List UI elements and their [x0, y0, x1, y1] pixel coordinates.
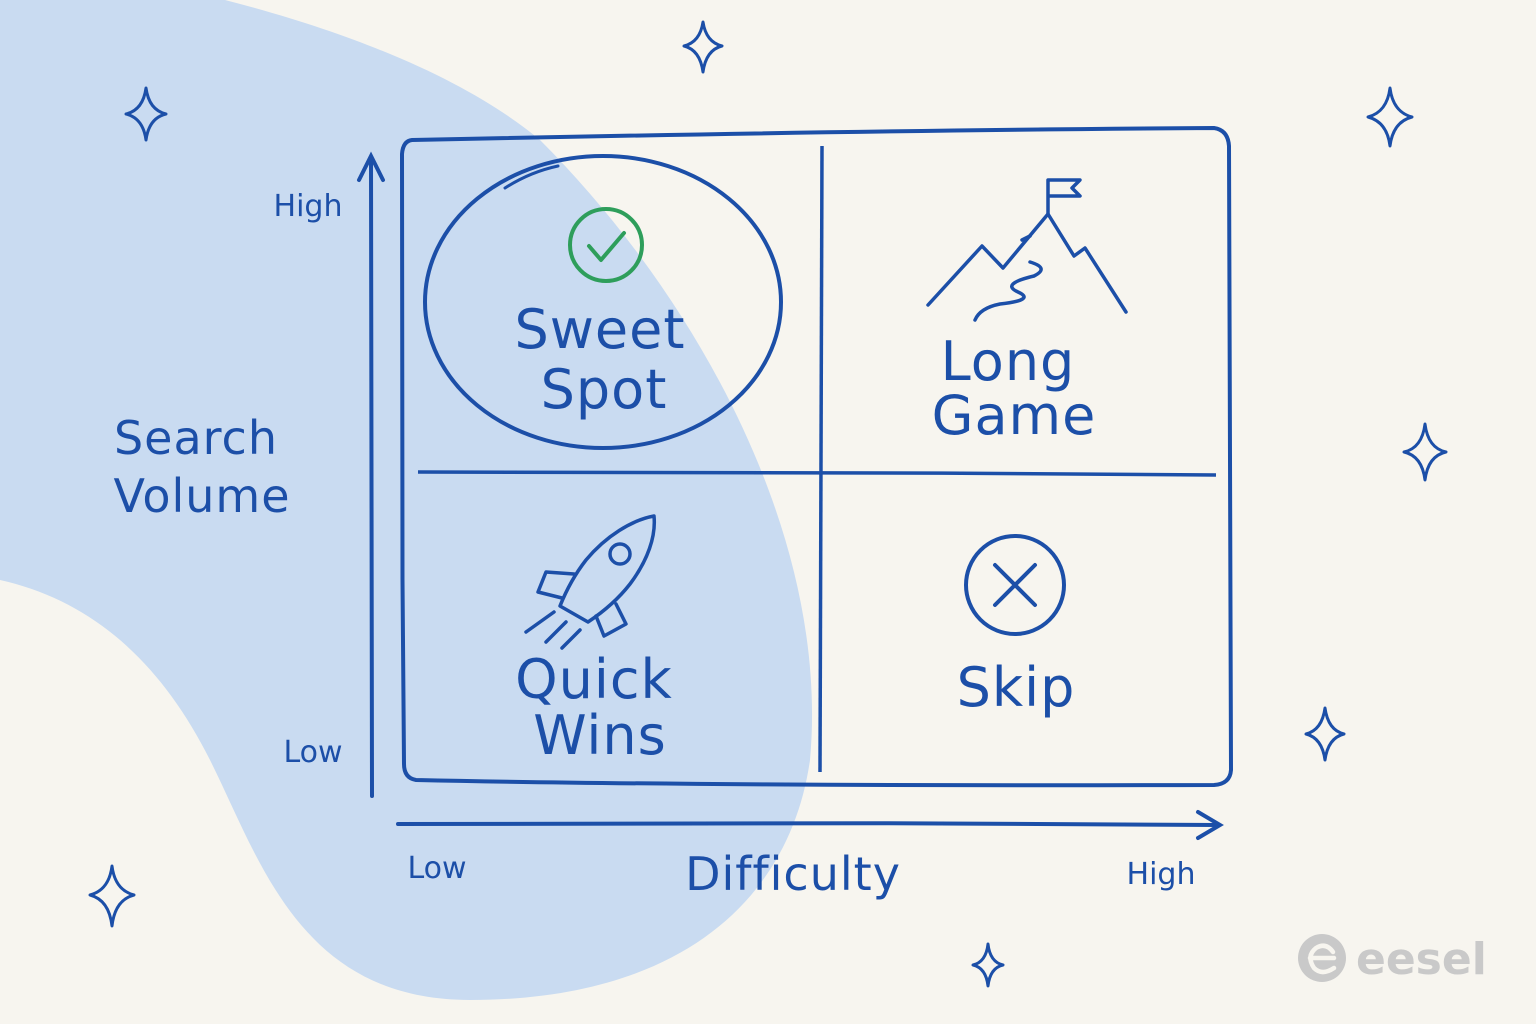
sparkle-icon [124, 86, 168, 142]
matrix-frame [399, 125, 1234, 788]
eesel-logo: eesel [1298, 934, 1487, 985]
sparkle-icon [88, 864, 136, 928]
x-circle-icon [964, 534, 1066, 636]
horizontal-divider [417, 469, 1217, 477]
sparkle-icon [1304, 706, 1346, 762]
sparkle-icon [971, 942, 1005, 988]
sparkle-icon [1402, 422, 1448, 482]
eesel-logo-icon [1298, 934, 1346, 982]
vertical-divider [818, 145, 825, 773]
long-game-label: Long [941, 330, 1076, 393]
highlight-stroke [503, 164, 560, 190]
long-game-label: Game [932, 384, 1097, 447]
quick-wins-label: Wins [533, 704, 667, 767]
y-axis-title: Volume [113, 469, 290, 523]
x-axis-low-label: Low [407, 851, 466, 886]
y-axis-arrow [357, 151, 385, 798]
x-axis-arrow [396, 810, 1224, 840]
brand-name: eesel [1356, 934, 1487, 985]
sparkle-icon [682, 20, 724, 74]
y-axis-high-label: High [274, 189, 343, 224]
x-axis-title: Difficulty [685, 847, 901, 901]
skip-label: Skip [957, 656, 1076, 719]
y-axis-title: Search [114, 411, 278, 465]
quick-wins-label: Quick [515, 648, 673, 711]
mountain-flag-icon [926, 178, 1128, 322]
sweet-spot-label: Sweet [514, 298, 685, 361]
sweet-spot-label: Spot [541, 358, 668, 421]
y-axis-low-label: Low [283, 735, 342, 770]
x-axis-high-label: High [1127, 857, 1196, 892]
rocket-icon [524, 514, 657, 650]
sparkle-icon [1366, 86, 1414, 148]
sparkles [88, 20, 1448, 988]
check-circle-icon [568, 207, 644, 283]
sweet-spot-highlight [423, 154, 783, 450]
